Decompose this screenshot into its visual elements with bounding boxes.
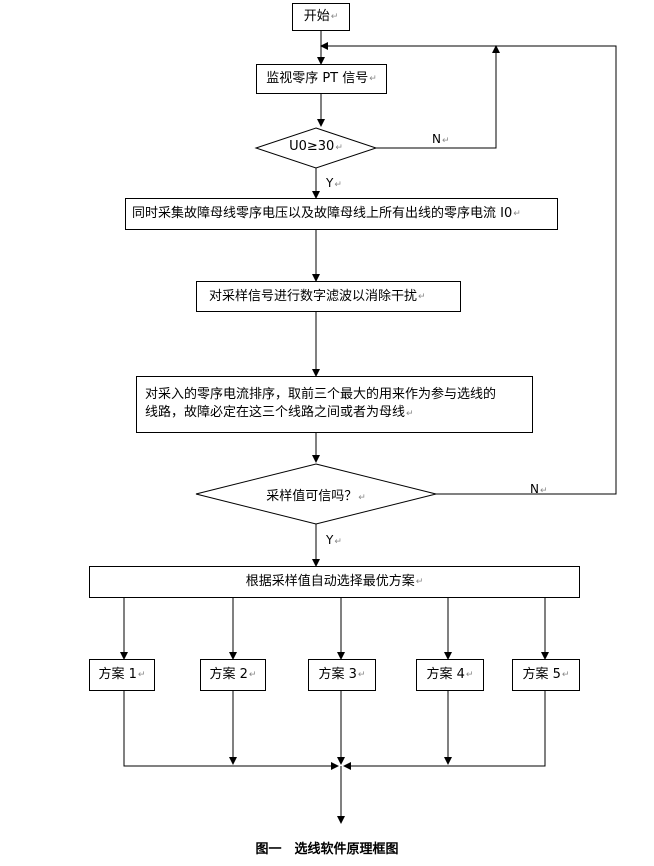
no-label-1-text: N <box>432 132 441 146</box>
plan-2-box: 方案 2↵ <box>200 659 266 691</box>
paragraph-mark-icon: ↵ <box>334 537 342 547</box>
paragraph-mark-icon: ↵ <box>441 136 450 146</box>
paragraph-mark-icon: ↵ <box>335 143 343 153</box>
figure-caption: 图一 选线软件原理框图 <box>255 842 399 857</box>
decision-u0-label: U0≥30↵ <box>276 139 356 154</box>
plan-3-box: 方案 3↵ <box>308 659 376 691</box>
sort-line-2-text: 线路，故障必定在这三个线路之间或者为母线 <box>145 405 406 420</box>
paragraph-mark-icon: ↵ <box>561 670 570 680</box>
paragraph-mark-icon: ↵ <box>330 12 339 22</box>
decision-trust-text: 采样值可信吗？ <box>266 489 358 504</box>
decision-trust-label: 采样值可信吗？↵ <box>246 485 386 504</box>
select-label: 根据采样值自动选择最优方案 <box>245 574 415 589</box>
plan-4-label: 方案 4 <box>426 667 465 682</box>
filter-box: 对采样信号进行数字滤波以消除干扰↵ <box>196 281 461 312</box>
paragraph-mark-icon: ↵ <box>334 180 342 190</box>
paragraph-mark-icon: ↵ <box>406 409 414 419</box>
start-box: 开始↵ <box>292 3 350 31</box>
plan-3-label: 方案 3 <box>318 667 357 682</box>
start-label: 开始 <box>303 9 330 24</box>
sort-line-2: 线路，故障必定在这三个线路之间或者为母线↵ <box>145 404 414 423</box>
paragraph-mark-icon: ↵ <box>415 577 424 587</box>
filter-label: 对采样信号进行数字滤波以消除干扰 <box>209 288 418 304</box>
monitor-label: 监视零序 PT 信号 <box>266 71 369 86</box>
merge-plan-5 <box>343 691 546 770</box>
no-label-1: N↵ <box>432 132 450 146</box>
paragraph-mark-icon: ↵ <box>513 209 521 219</box>
plan-5-label: 方案 5 <box>522 667 561 682</box>
collect-box: 同时采集故障母线零序电压以及故障母线上所有出线的零序电流 I0↵ <box>125 198 558 230</box>
arrow-no-loop <box>376 45 500 149</box>
yes-label-1-text: Y <box>326 176 334 190</box>
yes-label-2-text: Y <box>326 533 334 547</box>
plan-1-box: 方案 1↵ <box>89 659 155 691</box>
collect-label: 同时采集故障母线零序电压以及故障母线上所有出线的零序电流 I0 <box>132 206 513 221</box>
paragraph-mark-icon: ↵ <box>418 291 426 302</box>
plan-4-box: 方案 4↵ <box>416 659 484 691</box>
sort-box: 对采入的零序电流排序，取前三个最大的用来作为参与选线的 线路，故障必定在这三个线… <box>136 376 533 433</box>
paragraph-mark-icon: ↵ <box>137 670 146 680</box>
no-label-2-text: N <box>530 482 539 496</box>
sort-line-1: 对采入的零序电流排序，取前三个最大的用来作为参与选线的 <box>145 387 497 402</box>
plan-5-box: 方案 5↵ <box>512 659 580 691</box>
paragraph-mark-icon: ↵ <box>358 493 366 503</box>
paragraph-mark-icon: ↵ <box>248 670 257 680</box>
select-box: 根据采样值自动选择最优方案↵ <box>89 566 580 598</box>
yes-label-1: Y↵ <box>326 176 342 190</box>
decision-u0-text: U0≥30 <box>289 139 335 154</box>
paragraph-mark-icon: ↵ <box>369 74 377 84</box>
plan-1-label: 方案 1 <box>98 667 137 682</box>
paragraph-mark-icon: ↵ <box>357 670 366 680</box>
plan-2-label: 方案 2 <box>209 667 248 682</box>
no-label-2: N↵ <box>530 482 548 496</box>
paragraph-mark-icon: ↵ <box>465 670 474 680</box>
yes-label-2: Y↵ <box>326 533 342 547</box>
monitor-box: 监视零序 PT 信号↵ <box>256 64 387 94</box>
merge-plan-1 <box>123 691 339 770</box>
paragraph-mark-icon: ↵ <box>539 486 548 496</box>
